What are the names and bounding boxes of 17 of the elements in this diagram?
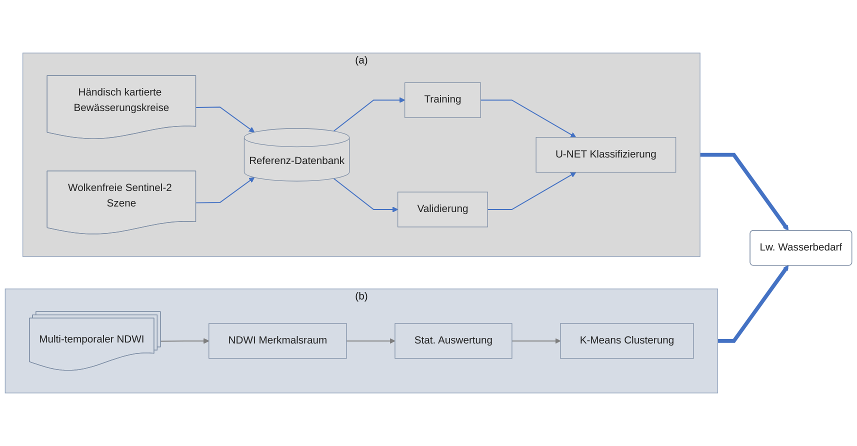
node-box: Stat. Auswertung — [394, 323, 512, 359]
arrow — [160, 338, 210, 344]
arrow — [511, 338, 561, 344]
node-box: K-Means Clusterung — [560, 323, 694, 359]
arrow — [196, 177, 255, 204]
arrow — [480, 100, 576, 138]
node-box: NDWI Merkmalsraum — [208, 323, 347, 359]
arrow — [346, 338, 396, 344]
node-box: U-NET Klassifizierung — [536, 137, 676, 173]
node-box: Validierung — [398, 192, 488, 228]
arrow — [700, 152, 789, 231]
arrow — [487, 172, 576, 210]
arrow — [333, 178, 398, 212]
node-box: Training — [404, 82, 481, 118]
arrow — [196, 106, 255, 132]
arrow — [718, 265, 789, 343]
arrow — [333, 97, 406, 132]
